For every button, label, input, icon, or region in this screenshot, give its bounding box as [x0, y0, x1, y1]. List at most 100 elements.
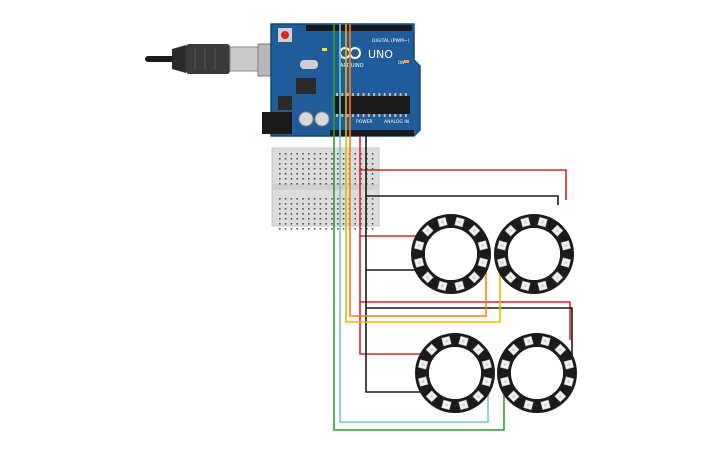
power-analog-header[interactable] — [330, 130, 414, 136]
breadboard-hole[interactable] — [296, 158, 298, 160]
breadboard-hole[interactable] — [337, 168, 339, 170]
breadboard-hole[interactable] — [302, 168, 304, 170]
breadboard-hole[interactable] — [325, 178, 327, 180]
breadboard-hole[interactable] — [296, 163, 298, 165]
breadboard-hole[interactable] — [279, 203, 281, 205]
breadboard-hole[interactable] — [313, 178, 316, 180]
breadboard-hole[interactable] — [290, 158, 293, 160]
breadboard-hole[interactable] — [360, 208, 362, 210]
breadboard-hole[interactable] — [284, 218, 287, 220]
breadboard-hole[interactable] — [319, 198, 322, 200]
breadboard-hole[interactable] — [290, 228, 293, 230]
breadboard-hole[interactable] — [296, 203, 298, 205]
breadboard-hole[interactable] — [342, 213, 345, 215]
breadboard-hole[interactable] — [319, 223, 322, 225]
breadboard-hole[interactable] — [313, 173, 316, 175]
breadboard-hole[interactable] — [313, 168, 316, 170]
breadboard-hole[interactable] — [360, 158, 362, 160]
breadboard-hole[interactable] — [360, 213, 362, 215]
breadboard-hole[interactable] — [354, 198, 356, 200]
breadboard-hole[interactable] — [302, 218, 304, 220]
breadboard-hole[interactable] — [308, 203, 310, 205]
breadboard-hole[interactable] — [371, 168, 374, 170]
breadboard-hole[interactable] — [371, 223, 374, 225]
breadboard-hole[interactable] — [319, 183, 322, 185]
breadboard-hole[interactable] — [331, 168, 333, 170]
breadboard-hole[interactable] — [371, 203, 374, 205]
breadboard-hole[interactable] — [331, 183, 333, 185]
breadboard-hole[interactable] — [296, 183, 298, 185]
breadboard-hole[interactable] — [290, 163, 293, 165]
breadboard-hole[interactable] — [308, 153, 310, 155]
wire-yellow[interactable] — [345, 24, 501, 323]
breadboard-hole[interactable] — [302, 158, 304, 160]
breadboard-hole[interactable] — [337, 178, 339, 180]
breadboard-hole[interactable] — [290, 153, 293, 155]
breadboard-hole[interactable] — [319, 153, 322, 155]
breadboard-hole[interactable] — [325, 183, 327, 185]
breadboard-hole[interactable] — [296, 218, 298, 220]
breadboard-hole[interactable] — [371, 218, 374, 220]
breadboard-hole[interactable] — [342, 153, 345, 155]
breadboard-hole[interactable] — [290, 203, 293, 205]
breadboard-hole[interactable] — [342, 203, 345, 205]
breadboard-hole[interactable] — [325, 163, 327, 165]
breadboard-hole[interactable] — [337, 223, 339, 225]
breadboard-hole[interactable] — [290, 168, 293, 170]
wire-black[interactable] — [365, 308, 424, 393]
breadboard-hole[interactable] — [354, 158, 356, 160]
breadboard-hole[interactable] — [354, 168, 356, 170]
breadboard-hole[interactable] — [354, 178, 356, 180]
breadboard-hole[interactable] — [279, 153, 281, 155]
breadboard-hole[interactable] — [284, 223, 287, 225]
breadboard-hole[interactable] — [308, 198, 310, 200]
breadboard-hole[interactable] — [354, 223, 356, 225]
breadboard-hole[interactable] — [290, 208, 293, 210]
breadboard-hole[interactable] — [342, 178, 345, 180]
breadboard-hole[interactable] — [325, 203, 327, 205]
breadboard-hole[interactable] — [325, 173, 327, 175]
breadboard-hole[interactable] — [360, 163, 362, 165]
breadboard-hole[interactable] — [308, 163, 310, 165]
breadboard-hole[interactable] — [279, 168, 281, 170]
breadboard-hole[interactable] — [371, 228, 374, 230]
breadboard-hole[interactable] — [342, 223, 345, 225]
wire-orange[interactable] — [349, 24, 487, 317]
breadboard-hole[interactable] — [308, 208, 310, 210]
breadboard-hole[interactable] — [354, 163, 356, 165]
breadboard-hole[interactable] — [296, 223, 298, 225]
breadboard-hole[interactable] — [302, 173, 304, 175]
breadboard-hole[interactable] — [331, 223, 333, 225]
breadboard-hole[interactable] — [354, 208, 356, 210]
breadboard-hole[interactable] — [319, 163, 322, 165]
breadboard-hole[interactable] — [284, 198, 287, 200]
breadboard-hole[interactable] — [319, 218, 322, 220]
breadboard-hole[interactable] — [354, 173, 356, 175]
breadboard-hole[interactable] — [302, 223, 304, 225]
breadboard-hole[interactable] — [308, 213, 310, 215]
breadboard-hole[interactable] — [296, 213, 298, 215]
breadboard-hole[interactable] — [319, 203, 322, 205]
breadboard-hole[interactable] — [354, 218, 356, 220]
breadboard-hole[interactable] — [360, 203, 362, 205]
breadboard-hole[interactable] — [331, 153, 333, 155]
breadboard-hole[interactable] — [331, 178, 333, 180]
arduino-uno-board[interactable]: ARDUINO UNO DIGITAL (PWM~) POWER ANALOG … — [262, 23, 421, 137]
breadboard-hole[interactable] — [319, 208, 322, 210]
neopixel-ring[interactable] — [494, 214, 574, 294]
breadboard-hole[interactable] — [337, 163, 339, 165]
breadboard-hole[interactable] — [325, 228, 327, 230]
breadboard-hole[interactable] — [313, 153, 316, 155]
breadboard-hole[interactable] — [331, 218, 333, 220]
breadboard-hole[interactable] — [360, 178, 362, 180]
breadboard-hole[interactable] — [302, 153, 304, 155]
breadboard-hole[interactable] — [331, 213, 333, 215]
breadboard-hole[interactable] — [371, 198, 374, 200]
breadboard-hole[interactable] — [331, 203, 333, 205]
breadboard-hole[interactable] — [284, 173, 287, 175]
breadboard-hole[interactable] — [342, 208, 345, 210]
breadboard-hole[interactable] — [337, 218, 339, 220]
breadboard-hole[interactable] — [371, 173, 374, 175]
breadboard-hole[interactable] — [279, 213, 281, 215]
breadboard-hole[interactable] — [308, 218, 310, 220]
